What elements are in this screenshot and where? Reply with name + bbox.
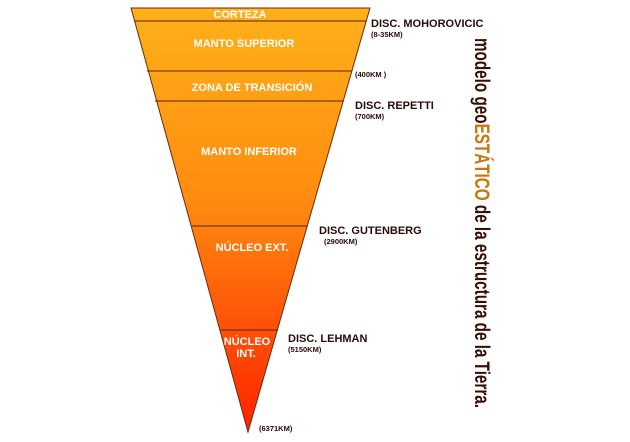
layer-label-corteza: CORTEZA: [213, 9, 266, 21]
layer-boundaries: [134, 20, 366, 331]
diagram-title: modelo geoESTÁTICO de la estructura de l…: [470, 38, 493, 408]
layer-label-nucleo-int-line2: INT.: [236, 348, 256, 360]
layer-label-zona-transicion: ZONA DE TRANSICIÓN: [192, 81, 313, 94]
disc-label-repetti: DISC. REPETTI: [355, 100, 434, 112]
disc-depth-repetti: (700KM): [355, 112, 385, 121]
disc-depth-mohorovicic: (8-35KM): [371, 30, 403, 39]
disc-label-gutenberg: DISC. GUTENBERG: [319, 225, 422, 237]
disc-depth-400km: (400KM ): [355, 70, 387, 79]
disc-label-lehman: DISC. LEHMAN: [288, 333, 368, 345]
layer-label-manto-inferior: MANTO INFERIOR: [201, 146, 297, 158]
layer-label-nucleo-int-line1: NÚCLEO: [224, 335, 271, 348]
earth-cone: [130, 7, 371, 434]
title-part-1: modelo geo: [470, 38, 493, 124]
disc-depth-lehman: (5150KM): [288, 345, 322, 354]
disc-depth-gutenberg: (2900KM): [324, 237, 358, 246]
layer-label-manto-superior: MANTO SUPERIOR: [194, 38, 295, 50]
title-part-2: ESTÁTICO: [470, 124, 493, 201]
center-depth-label: (6371KM): [259, 424, 293, 433]
layer-label-nucleo-ext: NÚCLEO EXT.: [216, 241, 289, 254]
disc-label-mohorovicic: DISC. MOHOROVICIC: [371, 18, 484, 30]
title-part-3: de la estructura de la Tierra.: [470, 201, 493, 408]
